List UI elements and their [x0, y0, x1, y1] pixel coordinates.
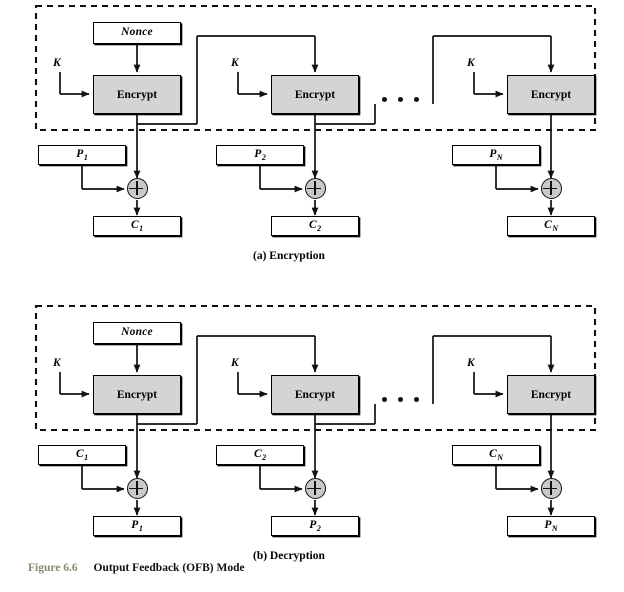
xor-gate-1 — [126, 178, 148, 199]
plaintext-label-2: P2 — [309, 519, 322, 533]
ellipsis-icon — [382, 97, 419, 102]
encrypt-block-2: Encrypt — [271, 375, 359, 414]
plaintext-box-2: P2 — [216, 145, 304, 165]
figure-caption: Figure 6.6 Output Feedback (OFB) Mode — [28, 562, 245, 574]
key-label-n: K — [467, 357, 475, 369]
xor-gate-n — [540, 178, 562, 199]
key-label-1: K — [53, 57, 61, 69]
encryption-panel: Nonce K K K Encrypt Encrypt Encrypt P1 P… — [0, 0, 624, 280]
figure-title: Output Feedback (OFB) Mode — [93, 562, 245, 574]
ciphertext-label-n: CN — [544, 219, 559, 233]
plaintext-box-n: PN — [507, 516, 595, 536]
ciphertext-box-1: C1 — [38, 445, 126, 465]
encrypt-label: Encrypt — [116, 388, 158, 401]
encrypt-label: Encrypt — [116, 88, 158, 101]
encrypt-label: Encrypt — [294, 388, 336, 401]
encrypt-block-n: Encrypt — [507, 375, 595, 414]
plaintext-label-2: P2 — [254, 148, 267, 162]
plaintext-box-n: PN — [452, 145, 540, 165]
plaintext-box-1: P1 — [93, 516, 181, 536]
plaintext-label-n: PN — [489, 148, 503, 162]
plaintext-box-2: P2 — [271, 516, 359, 536]
figure-number: Figure 6.6 — [28, 562, 78, 574]
decryption-connectors — [34, 304, 597, 516]
decryption-caption: (b) Decryption — [253, 550, 325, 562]
encrypt-label: Encrypt — [294, 88, 336, 101]
decryption-panel: Nonce K K K Encrypt Encrypt Encrypt C1 C… — [0, 290, 624, 570]
key-label-n: K — [467, 57, 475, 69]
key-label-1: K — [53, 357, 61, 369]
nonce-box: Nonce — [93, 22, 181, 44]
ciphertext-box-1: C1 — [93, 216, 181, 236]
plaintext-box-1: P1 — [38, 145, 126, 165]
ciphertext-box-2: C2 — [216, 445, 304, 465]
encrypt-block-n: Encrypt — [507, 75, 595, 114]
ciphertext-label-1: C1 — [75, 448, 89, 462]
encrypt-label: Encrypt — [530, 388, 572, 401]
ellipsis-icon — [382, 397, 419, 402]
ciphertext-label-1: C1 — [130, 219, 144, 233]
encrypt-block-1: Encrypt — [93, 375, 181, 414]
nonce-label: Nonce — [121, 26, 153, 39]
xor-gate-n — [540, 478, 562, 499]
xor-gate-2 — [304, 478, 326, 499]
encrypt-label: Encrypt — [530, 88, 572, 101]
encrypt-block-1: Encrypt — [93, 75, 181, 114]
ciphertext-label-2: C2 — [253, 448, 267, 462]
ciphertext-label-n: CN — [489, 448, 504, 462]
plaintext-label-n: PN — [544, 519, 558, 533]
xor-gate-2 — [304, 178, 326, 199]
encrypt-block-2: Encrypt — [271, 75, 359, 114]
ciphertext-box-2: C2 — [271, 216, 359, 236]
encryption-connectors — [34, 4, 597, 216]
key-label-2: K — [231, 57, 239, 69]
nonce-box: Nonce — [93, 322, 181, 344]
xor-gate-1 — [126, 478, 148, 499]
ciphertext-box-n: CN — [507, 216, 595, 236]
encryption-caption: (a) Encryption — [253, 250, 325, 262]
ciphertext-label-2: C2 — [308, 219, 322, 233]
key-label-2: K — [231, 357, 239, 369]
plaintext-label-1: P1 — [131, 519, 144, 533]
plaintext-label-1: P1 — [76, 148, 89, 162]
ciphertext-box-n: CN — [452, 445, 540, 465]
nonce-label: Nonce — [121, 326, 153, 339]
